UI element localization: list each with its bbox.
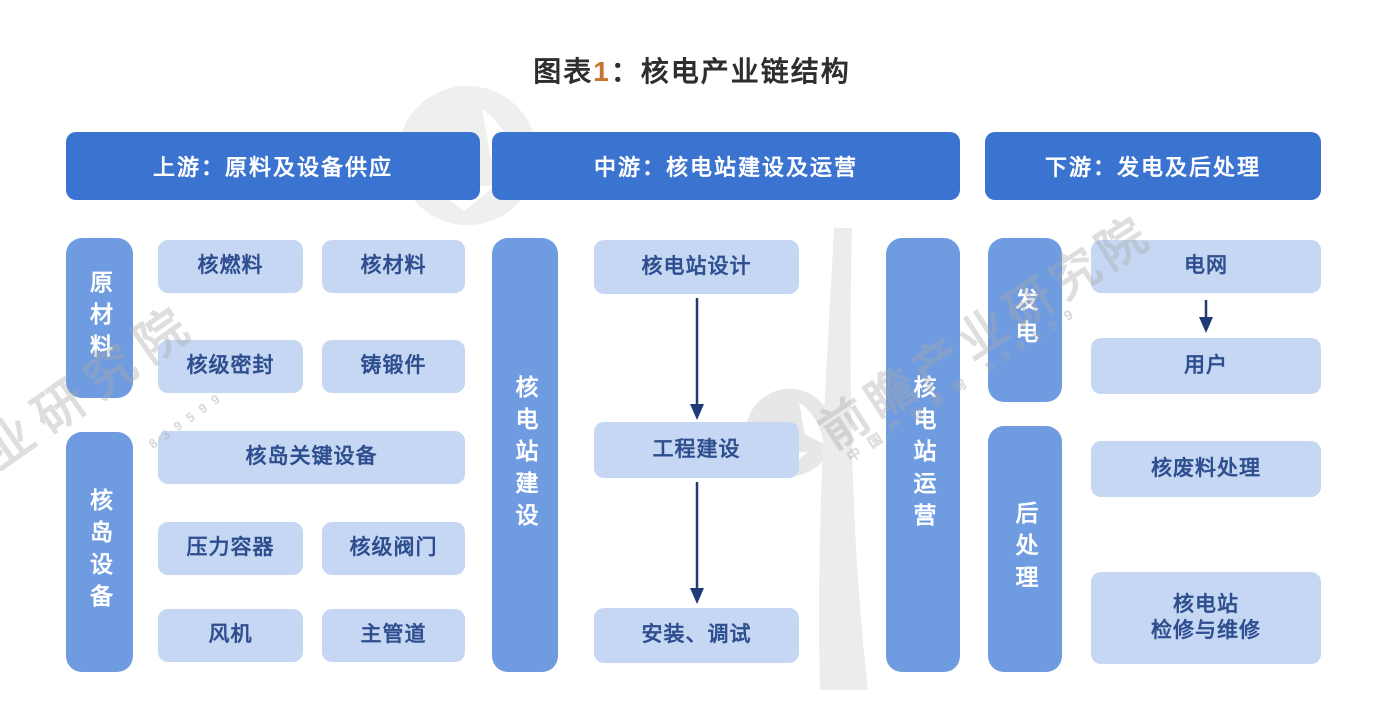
box-plant-overhaul-line1: 核电站 (1173, 592, 1239, 616)
box-nuclear-waste-treatment: 核废料处理 (1091, 441, 1321, 497)
box-nuclear-fuel: 核燃料 (158, 240, 303, 293)
arrow-build-to-install (690, 482, 704, 604)
side-label-nuclear-island-equipment-text: 核岛设备 (86, 488, 113, 616)
side-label-power-generation-text: 发电 (1012, 288, 1038, 352)
column-header-midstream: 中游：核电站建设及运营 (492, 132, 960, 200)
title-text: ：核电产业链结构 (610, 56, 851, 87)
column-header-downstream: 下游：发电及后处理 (985, 132, 1321, 200)
box-plant-design: 核电站设计 (594, 240, 799, 294)
watermark-swoosh-band (819, 228, 868, 690)
arrow-grid-to-users (1199, 300, 1213, 333)
box-fans: 风机 (158, 609, 303, 662)
side-label-raw-materials: 原材料 (66, 238, 133, 398)
side-label-power-generation: 发电 (988, 238, 1062, 402)
side-label-nuclear-island-equipment: 核岛设备 (66, 432, 133, 672)
title-figure-number: 1 (593, 56, 611, 87)
box-nuclear-seal: 核级密封 (158, 340, 303, 393)
side-label-post-processing-text: 后处理 (1012, 501, 1038, 597)
side-label-raw-materials-text: 原材料 (86, 270, 113, 366)
box-install-commission: 安装、调试 (594, 608, 799, 663)
box-cast-forgings: 铸锻件 (322, 340, 465, 393)
box-plant-overhaul-maintenance: 核电站 检修与维修 (1091, 572, 1321, 664)
side-label-plant-operation-text: 核电站运营 (910, 375, 936, 535)
title-prefix: 图表 (533, 56, 594, 87)
side-label-plant-construction-text: 核电站建设 (512, 375, 538, 535)
box-nuclear-material: 核材料 (322, 240, 465, 293)
side-label-post-processing: 后处理 (988, 426, 1062, 672)
page-title: 图表1：核电产业链结构 (0, 50, 1384, 90)
box-engineering-build: 工程建设 (594, 422, 799, 478)
box-main-pipeline: 主管道 (322, 609, 465, 662)
box-users: 用户 (1091, 338, 1321, 394)
box-pressure-vessel: 压力容器 (158, 522, 303, 575)
side-label-plant-construction: 核电站建设 (492, 238, 558, 672)
box-nuclear-valves: 核级阀门 (322, 522, 465, 575)
arrow-design-to-build (690, 298, 704, 420)
box-plant-overhaul-line2: 检修与维修 (1151, 619, 1261, 642)
side-label-plant-operation: 核电站运营 (886, 238, 960, 672)
box-power-grid: 电网 (1091, 240, 1321, 293)
watermark-brand-center: 前瞻产业研究院 (810, 205, 1163, 460)
column-header-upstream: 上游：原料及设备供应 (66, 132, 480, 200)
box-key-island-equipment: 核岛关键设备 (158, 431, 465, 484)
